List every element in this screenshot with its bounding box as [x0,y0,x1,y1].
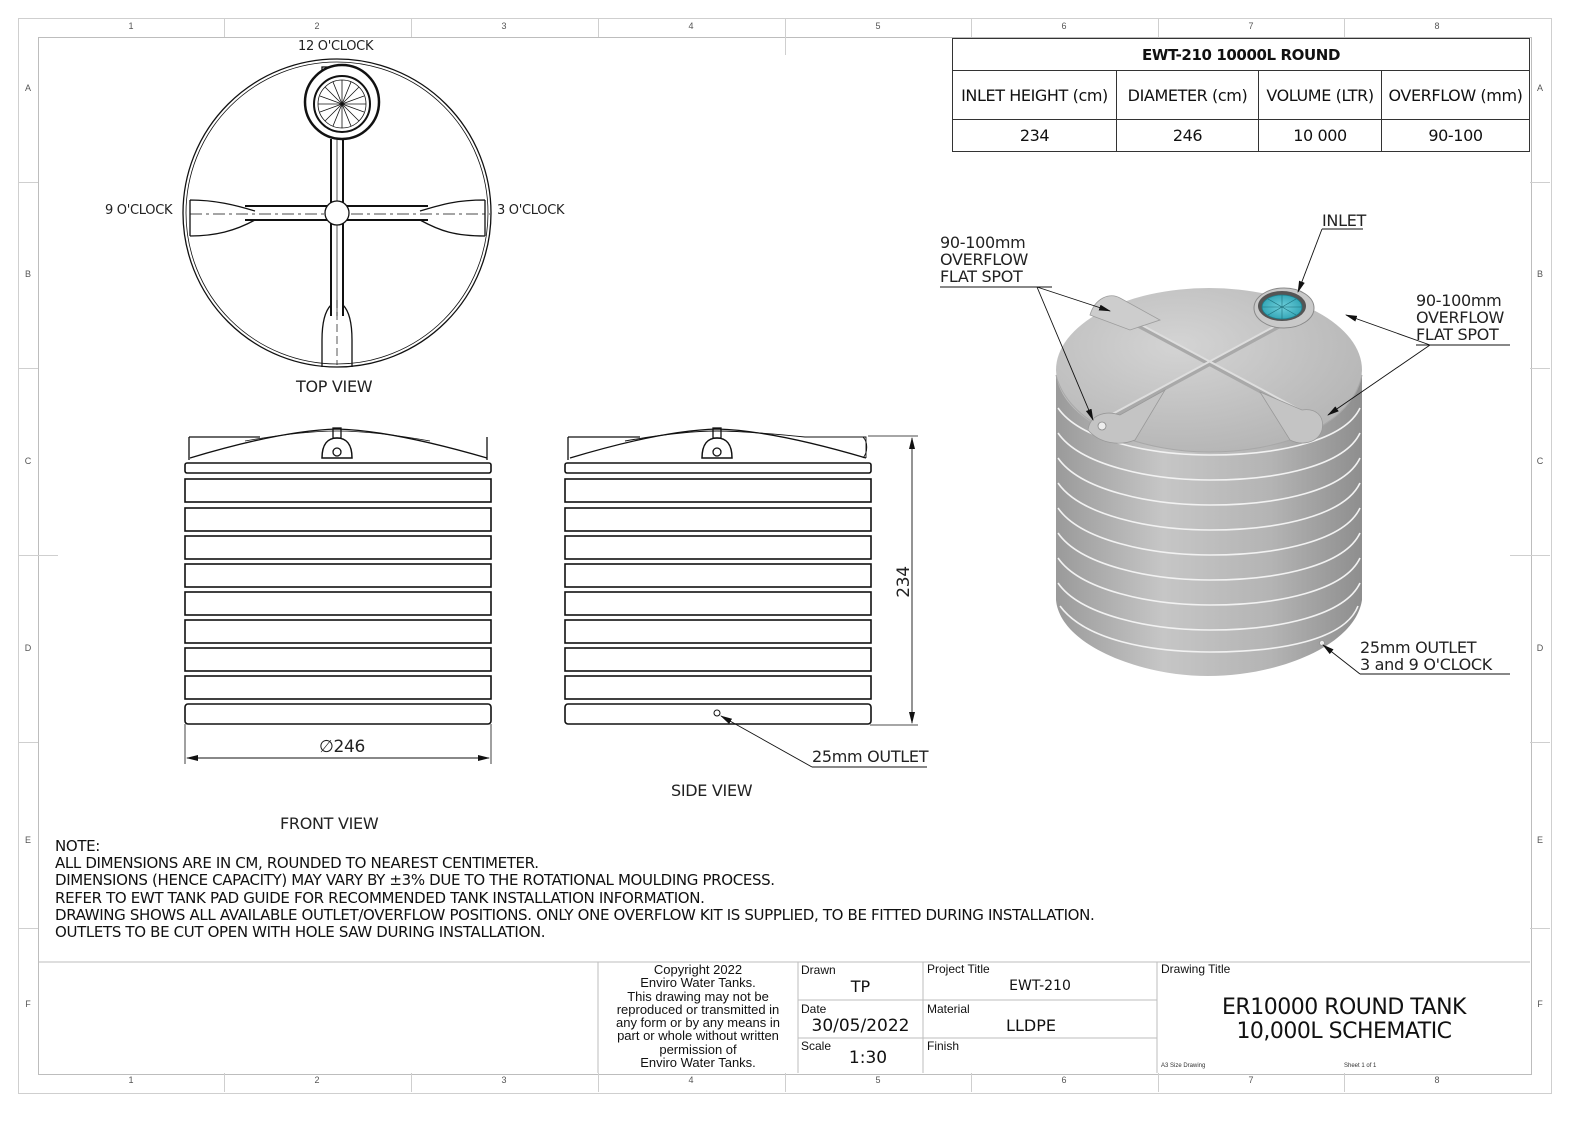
zone-col-label: 3 [501,1075,507,1085]
zone-row-label: B [24,269,31,279]
zone-row-label: A [1536,83,1543,93]
spec-header-inlet-height: INLET HEIGHT (cm) [952,70,1117,120]
project-title-value: EWT-210 [1009,978,1071,994]
zone-col-label: 4 [688,1075,694,1085]
side-view-drawing [564,427,927,768]
overflow-left-callout: 90-100mm OVERFLOW FLAT SPOT [940,234,1028,285]
sheet-count-note: Sheet 1 of 1 [1344,1063,1377,1069]
zone-row-label: A [24,83,31,93]
zone-col-label: 2 [314,21,320,31]
isometric-callout-leaders [940,228,1510,675]
spec-table: EWT-210 10000L ROUND INLET HEIGHT (cm) D… [952,38,1530,152]
copyright-notice: Copyright 2022 Enviro Water Tanks. This … [598,962,798,1071]
copyright-line: This drawing may not be [627,988,769,1004]
drawing-notes: NOTE: ALL DIMENSIONS ARE IN CM, ROUNDED … [55,837,1095,942]
drawn-value: TP [850,977,871,996]
overflow-right-callout: 90-100mm OVERFLOW FLAT SPOT [1416,292,1504,343]
note-line: DRAWING SHOWS ALL AVAILABLE OUTLET/OVERF… [55,905,1095,924]
nine-oclock-label: 9 O'CLOCK [105,203,173,218]
top-view-label: TOP VIEW [296,377,373,396]
title-block-grid [38,961,1530,1073]
zone-col-label: 1 [128,1075,134,1085]
material-label: Material [927,1002,970,1016]
copyright-line: permission of [659,1041,737,1057]
drawing-title-line: 10,000L SCHEMATIC [1236,1019,1452,1044]
drawing-title-label: Drawing Title [1161,962,1231,976]
copyright-line: Copyright 2022 [653,962,743,977]
spec-header-overflow: OVERFLOW (mm) [1381,70,1530,120]
zone-col-label: 2 [314,1075,320,1085]
diameter-value: 246 [333,737,366,757]
zone-col-label: 7 [1248,1075,1254,1085]
zone-col-label: 6 [1061,21,1067,31]
copyright-line: Enviro Water Tanks. [640,1055,756,1071]
diameter-dimension: ∅246 [319,737,365,757]
spec-value-diameter: 246 [1116,119,1259,152]
zone-row-label: B [1536,269,1543,279]
iso-outlet-callout: 25mm OUTLET 3 and 9 O'CLOCK [1360,639,1492,673]
height-dimension: 234 [893,566,914,598]
copyright-line: any form or by any means in [615,1015,781,1031]
scale-value: 1:30 [848,1048,888,1068]
callout-line: 90-100mm [1416,291,1502,310]
project-title-label: Project Title [927,962,990,976]
diameter-symbol-icon: ∅ [319,737,334,757]
sheet-size-note: A3 Size Drawing [1161,1063,1206,1069]
note-line: DIMENSIONS (HENCE CAPACITY) MAY VARY BY … [55,871,775,890]
front-view-label: FRONT VIEW [280,814,379,833]
top-view-drawing [182,58,492,368]
copyright-line: reproduced or transmitted in [616,1001,780,1017]
note-line: REFER TO EWT TANK PAD GUIDE FOR RECOMMEN… [55,888,705,907]
callout-line: 25mm OUTLET [1360,638,1477,657]
callout-line: OVERFLOW [1416,308,1505,327]
material-value: LLDPE [1006,1016,1056,1035]
spec-table-title: EWT-210 10000L ROUND [952,38,1530,71]
zone-row-label: F [1537,999,1543,1009]
copyright-line: part or whole without written [617,1028,779,1044]
date-label: Date [801,1002,827,1016]
note-line: ALL DIMENSIONS ARE IN CM, ROUNDED TO NEA… [55,854,539,873]
side-view-label: SIDE VIEW [671,781,753,800]
spec-header-diameter: DIAMETER (cm) [1116,70,1259,120]
zone-col-label: 5 [875,1075,881,1085]
zone-row-label: E [1536,835,1543,845]
scale-label: Scale [801,1039,832,1053]
zone-row-label: F [25,999,31,1009]
drawing-title-line: ER10000 ROUND TANK [1222,995,1466,1020]
twelve-oclock-label: 12 O'CLOCK [298,39,374,54]
zone-row-label: D [24,643,32,653]
isometric-tank-render [1055,287,1363,676]
zone-col-label: 5 [875,21,881,31]
finish-label: Finish [927,1039,960,1053]
spec-value-volume: 10 000 [1258,119,1382,152]
side-outlet-callout: 25mm OUTLET [812,747,929,766]
drawing-title: ER10000 ROUND TANK 10,000L SCHEMATIC [1158,996,1530,1044]
zone-col-label: 7 [1248,21,1254,31]
zone-row-label: C [1536,456,1544,466]
zone-row-label: E [24,835,31,845]
drawn-label: Drawn [801,963,836,977]
inlet-callout: INLET [1322,211,1366,230]
zone-col-label: 4 [688,21,694,31]
spec-value-overflow: 90-100 [1381,119,1530,152]
spec-value-inlet-height: 234 [952,119,1117,152]
notes-heading: NOTE: [55,837,100,855]
three-oclock-label: 3 O'CLOCK [497,203,565,218]
front-view-drawing [184,427,492,764]
zone-row-label: D [1536,643,1544,653]
zone-col-label: 6 [1061,1075,1067,1085]
zone-col-label: 8 [1434,1075,1440,1085]
note-line: OUTLETS TO BE CUT OPEN WITH HOLE SAW DUR… [55,923,546,942]
zone-col-label: 3 [501,21,507,31]
callout-line: OVERFLOW [940,250,1029,269]
callout-line: 90-100mm [940,233,1026,252]
callout-line: FLAT SPOT [940,267,1023,286]
callout-line: FLAT SPOT [1416,325,1499,344]
zone-row-label: C [24,456,32,466]
callout-line: 3 and 9 O'CLOCK [1360,655,1492,674]
zone-col-label: 1 [128,21,134,31]
copyright-line: Enviro Water Tanks. [640,975,756,991]
date-value: 30/05/2022 [811,1016,910,1036]
zone-col-label: 8 [1434,21,1440,31]
